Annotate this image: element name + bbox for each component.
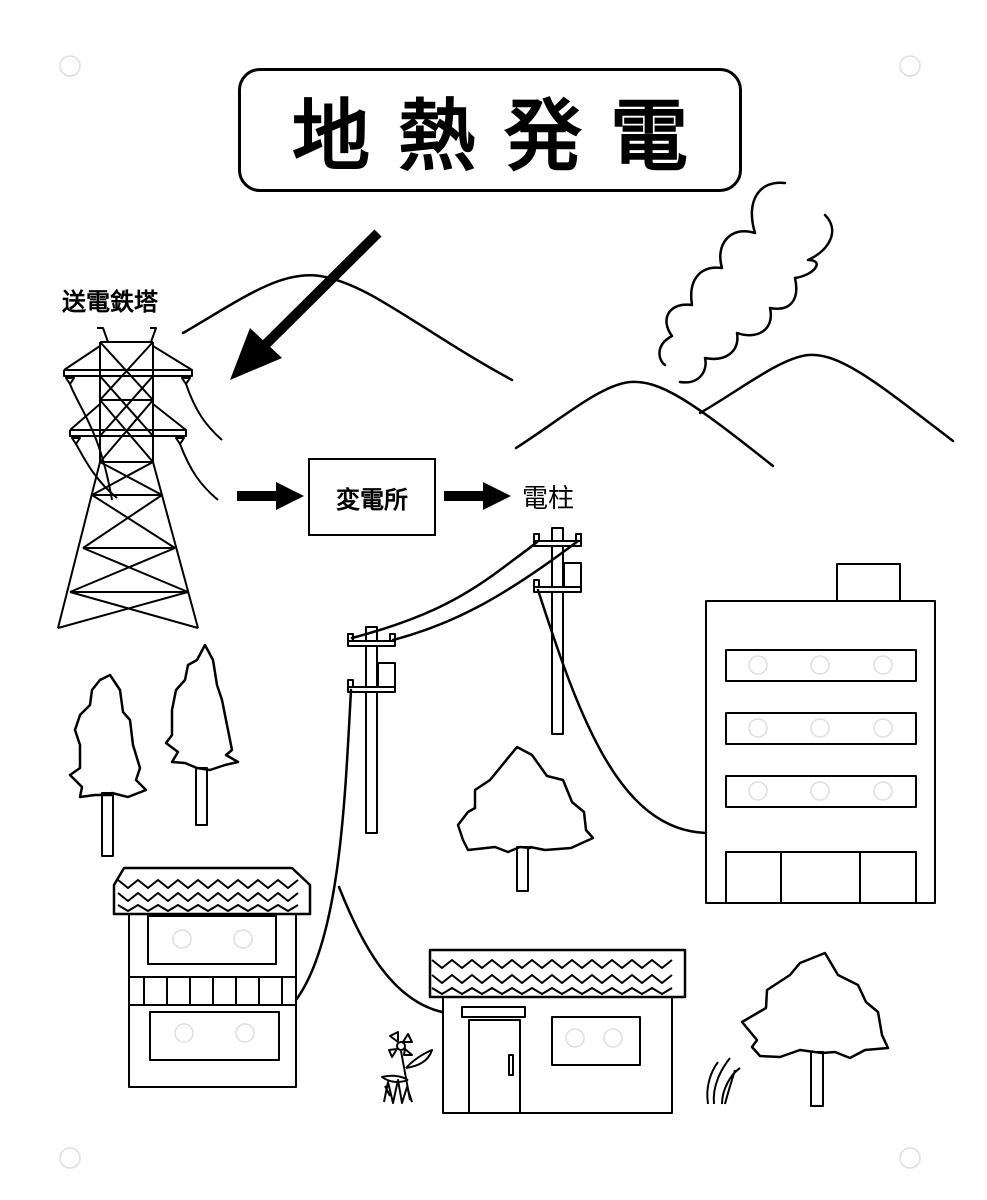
mountain-left [181, 273, 514, 382]
shop-building-icon [112, 866, 312, 1088]
transmission-tower-icon [57, 327, 223, 629]
arrow-to-substation-icon [237, 482, 304, 510]
guide-circle-top-right [899, 55, 921, 77]
power-line-upper [350, 540, 539, 640]
utility-pole-left-icon [347, 626, 396, 834]
grass-right-icon [706, 1057, 741, 1105]
substation-label: 変電所 [336, 485, 408, 514]
house-building-icon [428, 948, 687, 1114]
tree-round-middle-icon [456, 745, 595, 892]
office-building-icon [705, 563, 936, 904]
mountain-right [698, 353, 955, 443]
substation-box: 変電所 [308, 458, 436, 536]
guide-circle-top-left [59, 55, 81, 77]
power-line-to-shop [294, 688, 353, 1002]
page-title: 地熱発電 [291, 92, 716, 182]
tree-tall-left-icon [68, 673, 148, 857]
steam-cloud-icon [658, 181, 834, 384]
utility-pole-right-icon [533, 527, 582, 735]
power-line-lower [391, 539, 580, 642]
grass-left-icon [383, 1079, 413, 1104]
corner-guide-circles [59, 55, 921, 1169]
power-line-to-building [536, 588, 708, 835]
power-line-to-house [337, 885, 444, 1014]
guide-circle-bottom-left [59, 1147, 81, 1169]
title-box: 地熱発電 [238, 68, 742, 192]
tree-tall-middle-icon [164, 643, 240, 826]
arrow-to-tower-icon [230, 229, 382, 380]
house-door [468, 1019, 521, 1114]
tree-round-right-icon [706, 951, 890, 1107]
arrow-to-pole-icon [444, 482, 511, 510]
transmission-tower-label: 送電鉄塔 [62, 288, 158, 316]
guide-circle-bottom-right [899, 1147, 921, 1169]
mountain-middle [514, 380, 775, 468]
utility-pole-label: 電柱 [522, 484, 575, 514]
flower-icon [381, 1031, 433, 1104]
